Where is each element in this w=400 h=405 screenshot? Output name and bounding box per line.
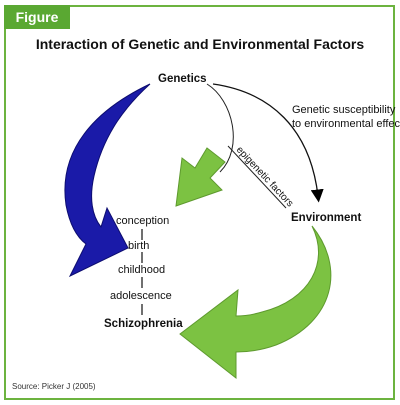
epigenetic-label: epigenetic factors <box>234 145 296 210</box>
blue-arrow <box>64 83 151 278</box>
green-arrow <box>179 225 332 380</box>
susceptibility-arrow <box>212 83 324 203</box>
susceptibility-line-2: to environmental effects <box>292 118 400 130</box>
stage-conception: conception <box>116 215 170 227</box>
susceptibility-line-1: Genetic susceptibility <box>292 104 396 116</box>
epigenetic-line <box>227 145 287 209</box>
figure-badge: Figure <box>4 5 70 29</box>
susceptibility-label: Genetic susceptibility to environmental … <box>292 103 400 131</box>
stage-birth: birth <box>128 240 150 252</box>
small-green-arrow <box>175 147 226 207</box>
environment-node: Environment <box>291 212 362 224</box>
figure-title: Interaction of Genetic and Environmental… <box>35 36 365 52</box>
genetics-node: Genetics <box>158 73 207 85</box>
source-note: Source: Picker J (2005) <box>12 382 96 391</box>
epigenetic-curve <box>206 83 234 173</box>
schizophrenia-node: Schizophrenia <box>104 318 183 330</box>
stage-childhood: childhood <box>118 264 166 276</box>
stage-adolescence: adolescence <box>110 290 172 302</box>
